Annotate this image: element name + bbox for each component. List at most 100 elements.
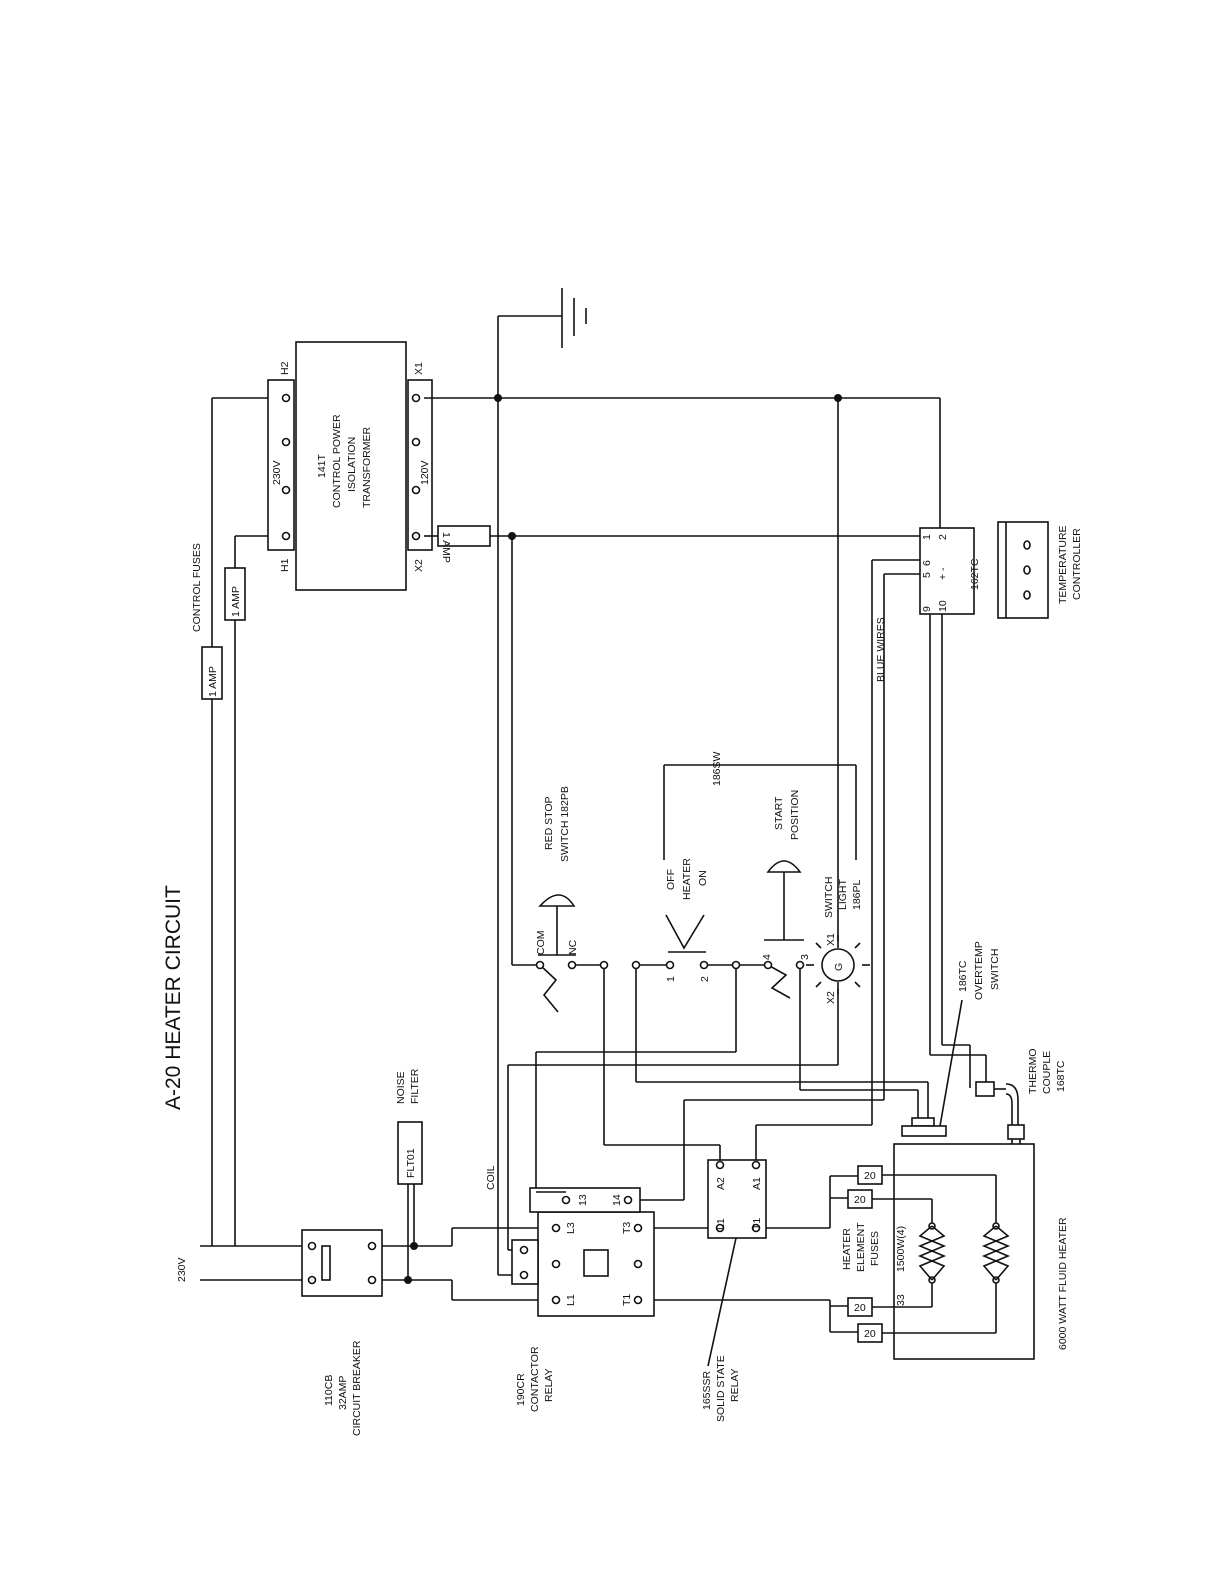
ssr-terminal-a2: A2: [715, 1177, 727, 1190]
heater-fuses-label-2: ELEMENT: [855, 1222, 867, 1272]
heater-fuse-2-label: 20: [854, 1194, 866, 1206]
pilot-light-label-2: LIGHT: [837, 878, 849, 910]
supply-lines: 230V: [176, 1245, 302, 1282]
pilot-light-label-1: SWITCH: [823, 877, 835, 918]
tc-label-2: CONTROLLER: [1071, 528, 1083, 600]
tc-label-1: TEMPERATURE: [1057, 525, 1069, 604]
noise-filter: FLT01 NOISE FILTER: [395, 1068, 423, 1280]
stop-switch-com: COM: [535, 931, 547, 956]
thermocouple-label-1: THERMO: [1027, 1049, 1039, 1095]
diagram-title: A-20 HEATER CIRCUIT: [162, 885, 185, 1110]
selector-terminal-4: 4: [761, 954, 773, 960]
contactor-relay: 13 14 L3 T3 L1 T1 COIL 190CR CONTACTOR R…: [485, 1165, 830, 1412]
thermocouple: THERMO COUPLE 168TC: [975, 1049, 1067, 1178]
tc-polarity: + -: [937, 567, 949, 580]
ssr-label-1: 165SSR: [701, 1370, 713, 1410]
heater-fuse-number: 33: [895, 1294, 907, 1306]
circuit-breaker: 110CB 32AMP CIRCUIT BREAKER: [301, 1227, 556, 1436]
pilot-light-g: G: [833, 963, 845, 971]
selector-terminal-3: 3: [799, 954, 811, 960]
breaker-label-3: CIRCUIT BREAKER: [351, 1340, 363, 1436]
control-fuse-a-label: 1 AMP: [207, 666, 219, 697]
control-wiring: [424, 316, 987, 1276]
transformer-x2: X2: [413, 559, 425, 572]
tc-terminal-6: 6: [921, 560, 933, 566]
stop-switch-nc: NC: [567, 939, 579, 955]
control-fuse-c-label: 1 AMP: [440, 532, 452, 563]
transformer-id: 141T: [316, 453, 328, 478]
breaker-label-1: 110CB: [323, 1375, 335, 1406]
overtemp-label-2: OVERTEMP: [973, 941, 985, 1000]
selector-start: START: [773, 796, 785, 830]
stop-switch-label-1: RED STOP: [543, 797, 555, 850]
selector-position: POSITION: [789, 790, 801, 840]
overtemp-label-1: 186TC: [957, 960, 969, 992]
control-fuse-b: [224, 567, 246, 621]
pilot-light-x1: X1: [825, 933, 837, 946]
transformer-h2: H2: [279, 361, 291, 375]
heater-element-b: [981, 1222, 1011, 1284]
selector-terminal-2: 2: [699, 976, 711, 982]
heater-fuse-4-label: 20: [864, 1328, 876, 1340]
selector-heater: HEATER: [681, 858, 693, 900]
overtemp-switch: 186TC OVERTEMP SWITCH: [901, 941, 1001, 1137]
pilot-light-x2: X2: [825, 991, 837, 1004]
transformer-141t: H2 H1 X1 X2 230V 120V 141T CONTROL POWER…: [267, 341, 433, 591]
transformer-line4: TRANSFORMER: [361, 427, 373, 509]
selector-off: OFF: [665, 869, 677, 890]
temperature-controller: 1 2 5 6 + - 9 10 162TC TEMPERATURE CONTR…: [919, 521, 1083, 619]
supply-voltage-label: 230V: [176, 1257, 188, 1282]
control-fuses: 1 AMP 1 AMP CONTROL FUSES: [191, 397, 286, 1246]
contactor-terminal-t3: T3: [621, 1222, 633, 1234]
contactor-terminal-14: 14: [611, 1194, 623, 1206]
tc-terminal-2: 2: [937, 534, 949, 540]
tc-terminal-10: 10: [937, 600, 949, 612]
contactor-terminal-l1: L1: [565, 1294, 577, 1306]
contactor-terminal-l3: L3: [565, 1222, 577, 1234]
transformer-secondary: 120V: [419, 460, 431, 485]
contactor-label-3: RELAY: [543, 1368, 555, 1402]
heater-rating: 1500W(4): [895, 1226, 907, 1272]
heater-fuse-1-label: 20: [864, 1170, 876, 1182]
contactor-terminal-13: 13: [577, 1194, 589, 1206]
stop-switch-label-2: SWITCH 182PB: [559, 786, 571, 862]
thermocouple-label-3: 168TC: [1055, 1060, 1067, 1092]
transformer-h1: H1: [279, 558, 291, 572]
fluid-heater-label: 6000 WATT FLUID HEATER: [1057, 1217, 1069, 1350]
thermocouple-label-2: COUPLE: [1041, 1051, 1053, 1094]
transformer-line2: CONTROL POWER: [331, 414, 343, 508]
selector-id: 186SW: [711, 751, 723, 786]
tc-terminal-5: 5: [921, 572, 933, 578]
ssr-terminal-a1: A1: [751, 1177, 763, 1190]
ssr-label-3: RELAY: [729, 1368, 741, 1402]
transformer-primary: 230V: [271, 460, 283, 485]
noise-filter-label-2: FILTER: [409, 1068, 421, 1104]
ssr-terminal-t1: T1: [751, 1218, 763, 1230]
tc-id: 162TC: [969, 558, 981, 590]
control-fuses-label: CONTROL FUSES: [191, 543, 203, 632]
contactor-label-2: CONTACTOR: [529, 1346, 541, 1412]
noise-filter-id: FLT01: [405, 1148, 417, 1178]
noise-filter-label-1: NOISE: [395, 1071, 407, 1104]
blue-wires-label: BLUE WIRES: [875, 617, 887, 682]
contactor-label-1: 190CR: [515, 1373, 527, 1406]
tc-terminal-1: 1: [921, 534, 933, 540]
pilot-light-label-3: 186PL: [851, 879, 863, 910]
breaker-label-2: 32AMP: [337, 1376, 349, 1410]
selector-terminal-1: 1: [665, 976, 677, 982]
heater-fuse-3-label: 20: [854, 1302, 866, 1314]
transformer-x1: X1: [413, 362, 425, 375]
heater-fuses-label-1: HEATER: [841, 1228, 853, 1270]
ground-icon: [498, 288, 587, 348]
contactor-coil-label: COIL: [485, 1165, 497, 1190]
control-fuse-a: [201, 646, 223, 700]
solid-state-relay: A2 A1 L1 T1 165SSR SOLID STATE RELAY: [701, 1159, 830, 1422]
ssr-label-2: SOLID STATE: [715, 1355, 727, 1422]
heater-element-a: [917, 1222, 947, 1284]
heater-fuses-label-3: FUSES: [869, 1231, 881, 1266]
overtemp-label-3: SWITCH: [989, 949, 1001, 990]
selector-on: ON: [697, 870, 709, 886]
pilot-light: G X1 X2 SWITCH LIGHT 186PL: [806, 877, 870, 1004]
transformer-line3: ISOLATION: [346, 437, 358, 492]
